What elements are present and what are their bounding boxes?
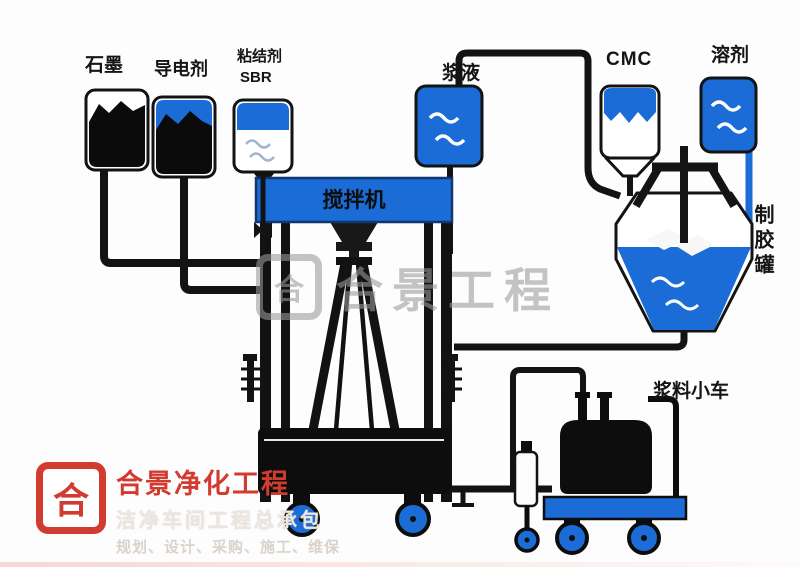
pipe-cart-fill (510, 367, 586, 487)
pipe-conductive-to-mixer (180, 172, 262, 294)
transfer-bottle (513, 441, 540, 553)
powder-fill (156, 111, 212, 174)
bottle-body (513, 450, 539, 508)
wheel-hub (641, 535, 647, 541)
mixer-funnel (330, 222, 378, 242)
label-solvent: 溶剂 (711, 45, 750, 66)
cmc-funnel (604, 156, 656, 178)
wheel-hub (569, 535, 575, 541)
wheel-hub (410, 516, 416, 522)
pipe-gluetank-to-mixer (454, 330, 688, 351)
label-mixer: 搅拌机 (322, 188, 386, 212)
brand-logo-icon: 合 (36, 462, 106, 534)
wheel-hub (524, 537, 530, 543)
liquid (617, 247, 751, 330)
paddle-blade (676, 235, 714, 256)
label-graphite: 石墨 (85, 55, 124, 76)
liquid-band (237, 103, 289, 130)
mixer-machine (241, 176, 462, 537)
mixer-braces (308, 262, 400, 431)
pipe-slurry-top (455, 49, 622, 200)
brand-company-name: 合景净化工程 (116, 469, 290, 499)
side-bolt-left (241, 354, 261, 402)
tank-stub (600, 396, 609, 422)
brand-footer: 合 合景净化工程 洁净车间工程总承包 规划、设计、采购、施工、维保 (36, 462, 340, 557)
liquid-band (604, 88, 656, 123)
binder-hopper (232, 98, 294, 181)
label-glue-tank: 制胶罐 (751, 204, 773, 279)
watermark-logo-icon: 合 (256, 253, 322, 320)
brand-tagline: 洁净车间工程总承包 (116, 510, 323, 532)
binder-feed-tube (254, 172, 272, 250)
valve-icon (254, 222, 263, 238)
process-pipes (100, 49, 688, 507)
stub-cap (597, 392, 612, 398)
tank-stub (578, 396, 587, 422)
slurry-cart (542, 392, 688, 555)
cmc-tank (599, 84, 661, 196)
paddle-blade (646, 229, 688, 250)
brand-text-block: 合景净化工程 洁净车间工程总承包 规划、设计、采购、施工、维保 (116, 462, 340, 557)
label-slurry: 浆液 (442, 63, 481, 84)
valve-icon (263, 222, 272, 238)
conductive-agent-hopper (151, 95, 217, 179)
mixer-crossbar (336, 257, 372, 265)
brand-services: 规划、设计、采购、施工、维保 (116, 539, 341, 556)
wave-lines (650, 276, 700, 311)
stub-cap (575, 392, 590, 398)
label-binder: 粘结剂 (237, 48, 283, 65)
solvent-tank (699, 76, 758, 154)
mixer-flange (336, 242, 372, 251)
glue-tank (614, 146, 754, 333)
graphite-hopper (84, 88, 150, 172)
graphite-powder (89, 101, 145, 167)
agitator-frame (632, 146, 738, 243)
label-binder-type: SBR (240, 69, 272, 86)
mixer-bowl (258, 428, 450, 494)
label-cmc: CMC (606, 49, 653, 70)
wheel-hub (299, 516, 305, 522)
scan-edge-artifact (0, 562, 800, 567)
mixer-header (254, 176, 454, 224)
wave-lines (245, 139, 275, 162)
bottle-cap (521, 441, 532, 453)
wave-lines (428, 112, 466, 146)
label-conductive-agent: 导电剂 (154, 59, 208, 79)
cart-platform (542, 495, 688, 521)
wave-lines (710, 100, 748, 134)
watermark: 合 合景工程 (256, 252, 560, 321)
side-bolt-right (442, 354, 462, 402)
cart-tank (560, 420, 652, 494)
pipe-graphite-to-mixer (100, 166, 262, 267)
watermark-text: 合景工程 (336, 264, 560, 317)
mixer-legs (260, 222, 452, 502)
slurry-tank (414, 84, 484, 168)
label-slurry-cart: 浆料小车 (653, 381, 730, 402)
cart-handle (648, 396, 679, 509)
